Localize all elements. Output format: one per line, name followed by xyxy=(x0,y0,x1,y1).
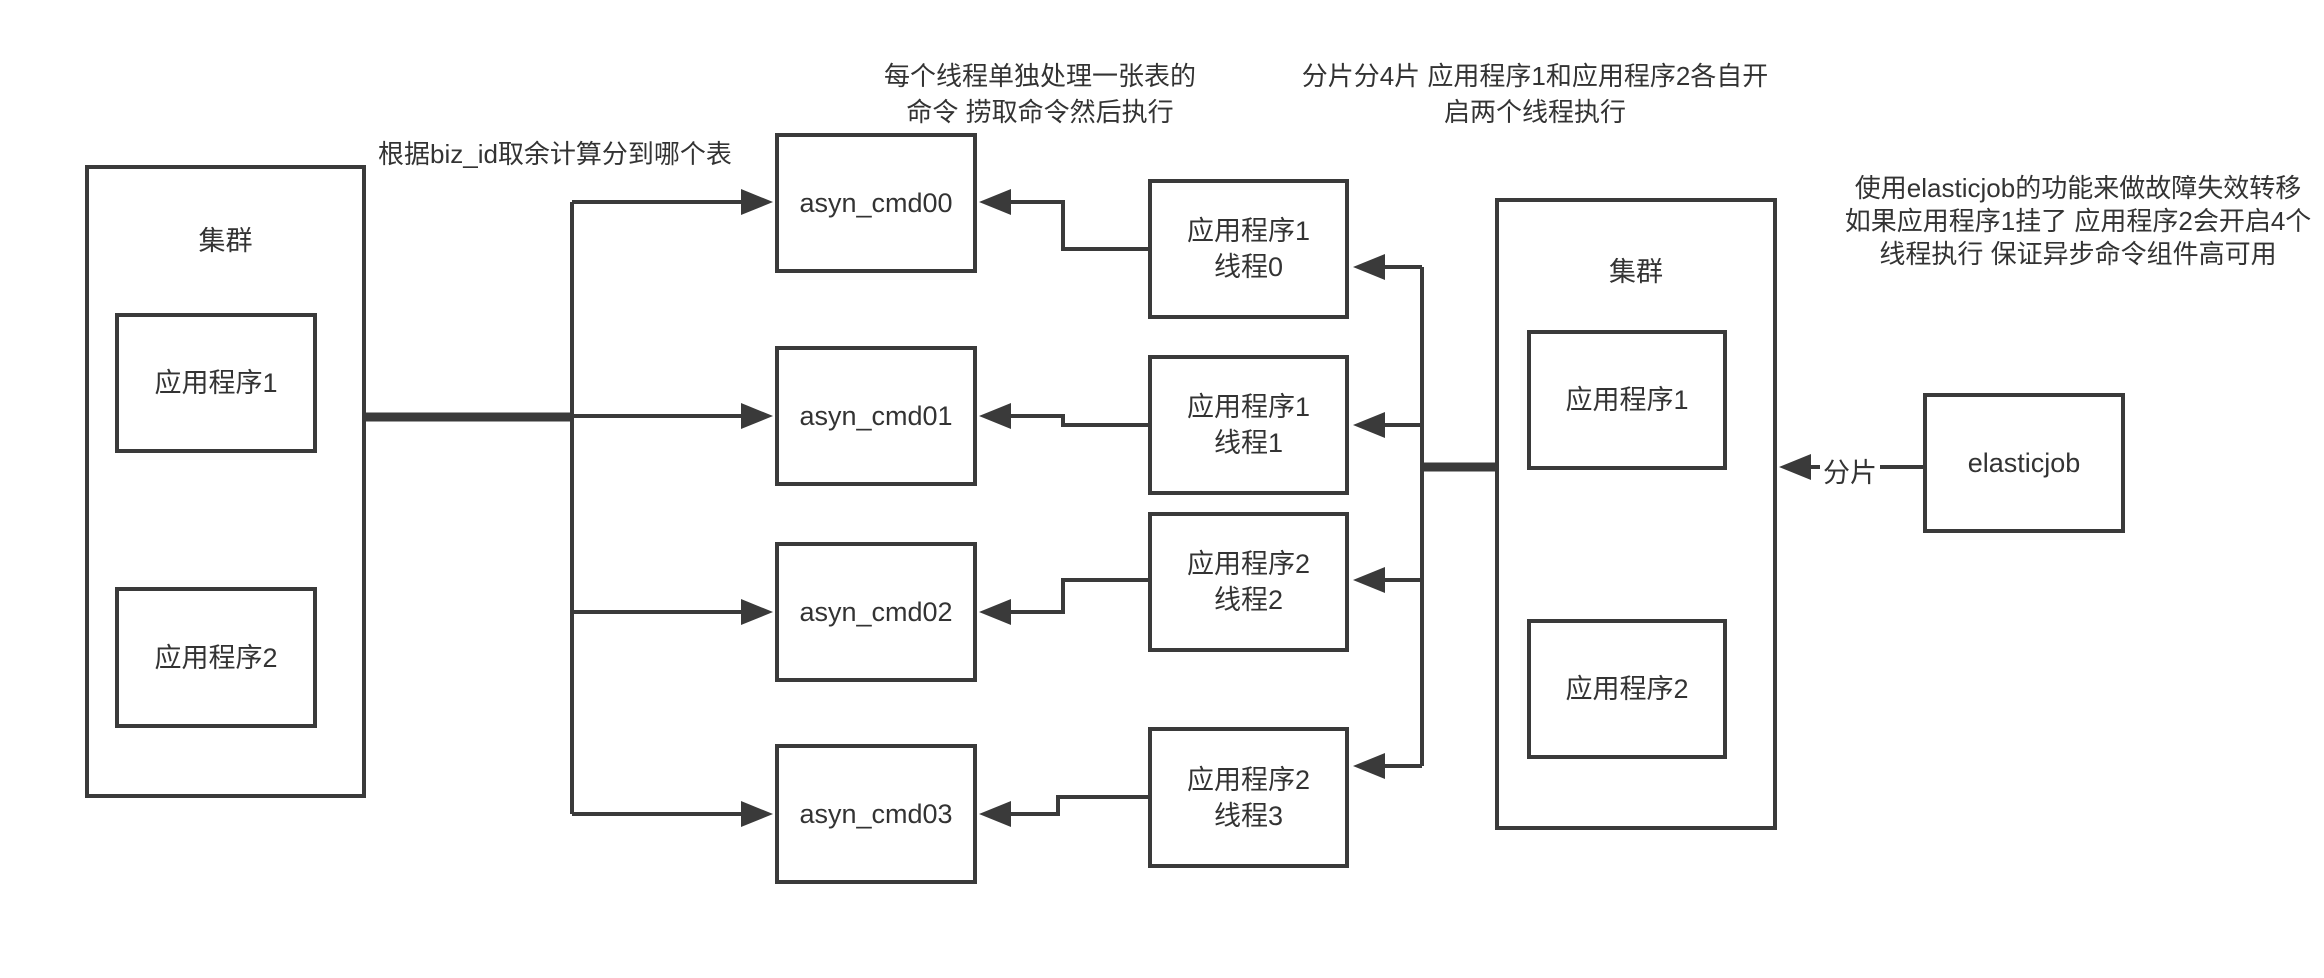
cmd-table-box-asyn-cmd02: asyn_cmd02 xyxy=(775,542,977,682)
left-cluster-app1-box: 应用程序1 xyxy=(115,313,317,453)
left-cluster-app2-box: 应用程序2 xyxy=(115,587,317,728)
arrow-right-icon xyxy=(741,599,773,625)
cmd-table-label: asyn_cmd01 xyxy=(799,401,953,431)
cmd-table-box-asyn-cmd01: asyn_cmd01 xyxy=(775,346,977,486)
right-cluster-title: 集群 xyxy=(1609,257,1663,287)
thread-app-label: 应用程序2 xyxy=(1186,764,1311,795)
route-note-line1: 根据biz_id取余计算分到哪个表 xyxy=(378,139,732,169)
arrow-left-icon xyxy=(1353,412,1385,438)
shard-arrow-label: 分片 xyxy=(1820,451,1880,490)
cmd-table-label: asyn_cmd02 xyxy=(799,597,953,627)
right-cluster-app2-box: 应用程序2 xyxy=(1527,619,1727,759)
arrow-left-icon xyxy=(1353,753,1385,779)
failover-note: 使用elasticjob的功能来做故障失效转移 如果应用程序1挂了 应用程序2会… xyxy=(1828,172,2324,271)
arrow-left-icon xyxy=(1353,254,1385,280)
cmd-table-label: asyn_cmd00 xyxy=(799,188,953,218)
elasticjob-label: elasticjob xyxy=(1967,448,2081,478)
thread-app-label: 应用程序2 xyxy=(1186,549,1311,579)
right-fanout-connector xyxy=(1353,254,1495,779)
thread-note: 每个线程单独处理一张表的 命令 捞取命令然后执行 xyxy=(820,58,1260,130)
thread-note-line1: 每个线程单独处理一张表的 xyxy=(883,61,1196,91)
connector-thread3-cmd03 xyxy=(1009,795,1148,816)
right-cluster-app1-label: 应用程序1 xyxy=(1565,385,1689,415)
thread-box-0: 应用程序1 线程0 xyxy=(1148,179,1349,319)
thread-number-label: 线程0 xyxy=(1213,252,1284,282)
left-cluster-app2-label: 应用程序2 xyxy=(154,642,278,673)
cmd-table-label: asyn_cmd03 xyxy=(799,799,953,829)
arrow-right-icon xyxy=(741,189,773,215)
cmd-table-box-asyn-cmd03: asyn_cmd03 xyxy=(775,744,977,884)
arrow-right-icon xyxy=(741,801,773,827)
left-cluster-app1-label: 应用程序1 xyxy=(154,368,278,398)
arrow-left-icon xyxy=(1779,454,1811,480)
right-cluster-app1-box: 应用程序1 xyxy=(1527,330,1727,470)
thread-note-line2: 命令 捞取命令然后执行 xyxy=(906,97,1174,127)
shard-note-line1: 分片分4片 应用程序1和应用程序2各自开 xyxy=(1301,61,1769,91)
arrow-left-icon xyxy=(979,403,1011,429)
connector-thread2-cmd02 xyxy=(1009,578,1148,614)
left-fanout-connector xyxy=(366,189,773,827)
failover-note-line1: 使用elasticjob的功能来做故障失效转移 xyxy=(1854,173,2302,203)
thread-app-label: 应用程序1 xyxy=(1186,216,1311,246)
right-cluster-app2-label: 应用程序2 xyxy=(1565,674,1689,704)
connector-thread1-cmd01 xyxy=(1009,414,1148,427)
left-cluster-title: 集群 xyxy=(198,226,253,256)
cmd-table-box-asyn-cmd00: asyn_cmd00 xyxy=(775,133,977,273)
arrow-left-icon xyxy=(979,801,1011,827)
thread-box-2: 应用程序2 线程2 xyxy=(1148,512,1349,652)
failover-note-line3: 线程执行 保证异步命令组件高可用 xyxy=(1879,239,2277,269)
connector-thread0-cmd00 xyxy=(1009,200,1148,251)
shard-note-line2: 启两个线程执行 xyxy=(1443,97,1626,127)
thread-box-3: 应用程序2 线程3 xyxy=(1148,727,1349,868)
failover-note-line2: 如果应用程序1挂了 应用程序2会开启4个 xyxy=(1844,206,2312,236)
arrow-left-icon xyxy=(1353,567,1385,593)
thread-number-label: 线程1 xyxy=(1213,428,1284,458)
thread-box-1: 应用程序1 线程1 xyxy=(1148,355,1349,495)
elasticjob-box: elasticjob xyxy=(1923,393,2125,533)
arrow-left-icon xyxy=(979,599,1011,625)
thread-to-table-connectors xyxy=(979,189,1148,827)
arrow-left-icon xyxy=(979,189,1011,215)
route-note: 根据biz_id取余计算分到哪个表 xyxy=(378,136,732,172)
thread-number-label: 线程3 xyxy=(1213,800,1284,831)
shard-note: 分片分4片 应用程序1和应用程序2各自开 启两个线程执行 xyxy=(1285,58,1785,130)
thread-app-label: 应用程序1 xyxy=(1186,392,1311,422)
thread-number-label: 线程2 xyxy=(1213,585,1284,615)
arrow-right-icon xyxy=(741,403,773,429)
